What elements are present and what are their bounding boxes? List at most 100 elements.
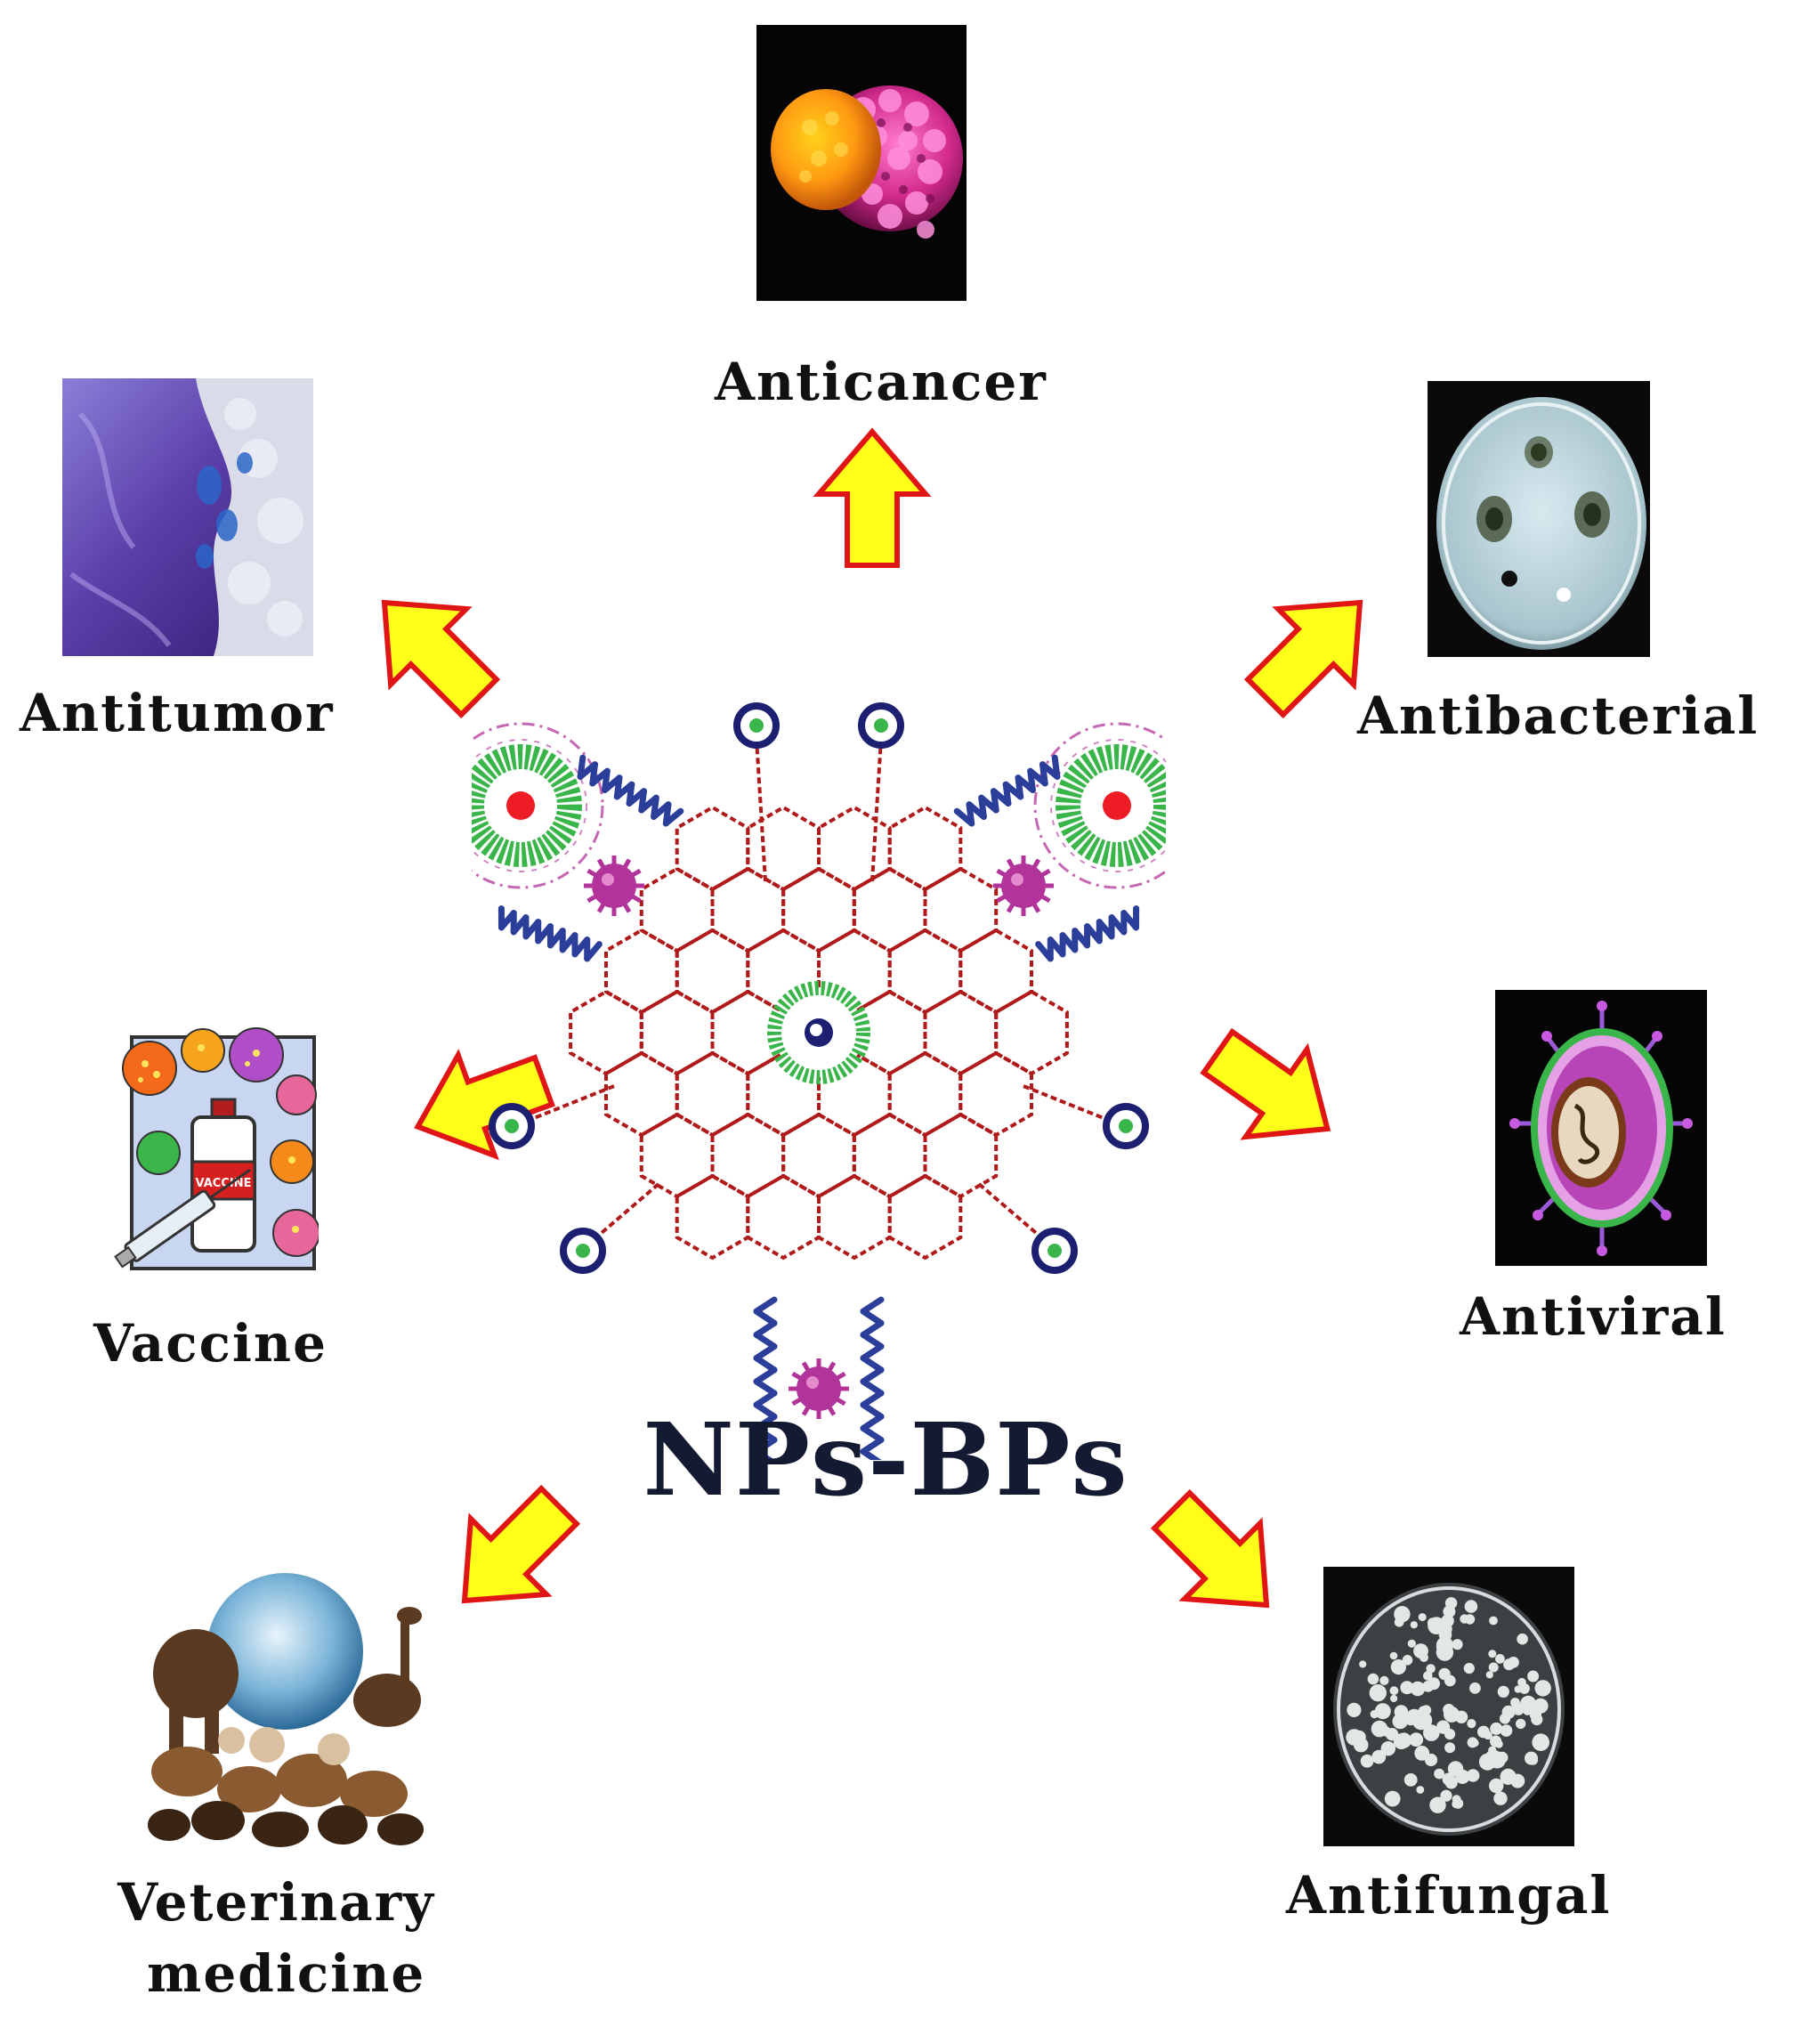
- fungal-colony: [1389, 1651, 1398, 1660]
- fungal-colony: [1500, 1724, 1513, 1737]
- fungal-colony: [1489, 1616, 1498, 1626]
- particle-halo-inner: [472, 739, 587, 872]
- fungal-colony: [1369, 1684, 1387, 1702]
- scaffold-hexagon: [994, 989, 1069, 1076]
- fungal-colony: [1452, 1639, 1463, 1650]
- scaffold-link: [755, 738, 767, 882]
- fungal-colony: [1440, 1789, 1452, 1802]
- fungal-colony: [1384, 1790, 1401, 1807]
- fungal-colony: [1410, 1621, 1418, 1629]
- fungal-colony: [1467, 1737, 1478, 1748]
- fungal-colony: [1489, 1778, 1504, 1794]
- fungal-colony: [1484, 1731, 1492, 1740]
- dna-strand: [1035, 905, 1140, 962]
- fungal-colony: [1517, 1677, 1526, 1687]
- scaffold-hexagon: [959, 1050, 1033, 1138]
- scaffold-link: [595, 1182, 660, 1239]
- dna-strand: [753, 1296, 778, 1460]
- fungal-colony: [1466, 1769, 1480, 1782]
- label-vaccine: Vaccine: [93, 1313, 328, 1374]
- fungal-colony: [1444, 1674, 1456, 1687]
- fungal-colony: [1528, 1755, 1538, 1765]
- fungal-colony: [1488, 1650, 1497, 1658]
- fungal-colony: [1467, 1719, 1476, 1729]
- scaffold-hexagon: [746, 1173, 821, 1261]
- fungal-colony: [1379, 1675, 1389, 1685]
- dna-strand: [497, 905, 603, 962]
- fungal-colony: [1407, 1639, 1416, 1648]
- fungal-colony: [1393, 1733, 1410, 1750]
- scaffold-link: [1023, 1084, 1113, 1123]
- anticancer-image: [756, 25, 967, 301]
- enzyme-particle: [584, 855, 644, 916]
- fungal-colony: [1443, 1703, 1455, 1716]
- antibacterial-image: [1428, 381, 1650, 657]
- arrow-antiviral: [1200, 1027, 1331, 1140]
- fungal-colony: [1525, 1699, 1534, 1708]
- fungal-colony: [1488, 1662, 1499, 1673]
- fungal-colony: [1494, 1739, 1503, 1748]
- fungal-colony: [1410, 1681, 1426, 1697]
- fungal-colony: [1508, 1657, 1519, 1668]
- fungal-colony: [1490, 1722, 1503, 1735]
- fungal-colony: [1429, 1796, 1446, 1813]
- fungal-colony: [1464, 1600, 1478, 1613]
- label-veterinary: Veterinary: [117, 1872, 435, 1933]
- fungal-colony: [1444, 1597, 1458, 1609]
- scaffold-link: [524, 1084, 615, 1123]
- fungal-colony: [1434, 1768, 1444, 1780]
- fungal-colony: [1444, 1728, 1456, 1740]
- fungal-colony: [1523, 1707, 1532, 1715]
- antiviral-image: [1495, 990, 1707, 1266]
- fungal-colony: [1478, 1753, 1496, 1771]
- scaffold-link: [977, 1182, 1043, 1239]
- arrow-antibacterial: [1243, 599, 1363, 719]
- fungal-colony: [1397, 1661, 1406, 1670]
- arrow-anticancer: [813, 427, 932, 568]
- ring-marker-core: [1119, 1119, 1133, 1133]
- label-medicine: medicine: [147, 1943, 426, 2004]
- fungal-colony: [1531, 1713, 1543, 1726]
- fungal-colony: [1367, 1673, 1379, 1685]
- fungal-colony: [1380, 1741, 1395, 1756]
- antifungal-image: [1323, 1567, 1574, 1846]
- scaffold-hexagon: [675, 1173, 750, 1261]
- label-antifungal: Antifungal: [1286, 1865, 1612, 1926]
- fungal-colony: [1423, 1671, 1433, 1681]
- fungal-colony: [1389, 1686, 1399, 1696]
- label-antiviral: Antiviral: [1460, 1286, 1727, 1347]
- dna-strand: [860, 1296, 885, 1460]
- fungal-colony: [1409, 1732, 1424, 1747]
- fungal-colony: [1493, 1791, 1508, 1805]
- ring-marker-core: [874, 718, 888, 733]
- fungal-colony: [1353, 1737, 1369, 1753]
- fungal-colony: [1463, 1663, 1475, 1674]
- fungal-colony: [1460, 1614, 1469, 1624]
- fungal-colony: [1422, 1681, 1434, 1692]
- arrow-vaccine: [414, 1049, 555, 1161]
- fungal-colony: [1390, 1694, 1398, 1703]
- fungal-colony: [1403, 1773, 1418, 1787]
- scaffold-hexagon: [959, 928, 1033, 1015]
- scaffold-link: [870, 738, 883, 882]
- fungal-colony: [1436, 1721, 1445, 1730]
- scaffold-hexagon: [923, 866, 999, 953]
- ring-marker-core: [505, 1119, 519, 1133]
- fungal-colony: [1347, 1702, 1362, 1717]
- label-anticancer: Anticancer: [715, 352, 1048, 412]
- fungal-colony: [1418, 1613, 1427, 1622]
- arrow-antifungal: [1150, 1488, 1270, 1609]
- dna-strand: [577, 754, 684, 827]
- fungal-colony: [1512, 1703, 1525, 1715]
- fungal-colony: [1426, 1664, 1436, 1674]
- fungal-colony: [1371, 1749, 1387, 1764]
- particle-halo-inner: [1050, 739, 1166, 872]
- fungal-colony: [1414, 1711, 1433, 1730]
- scaffold-hexagon: [817, 1173, 892, 1261]
- antitumor-image: [62, 378, 313, 656]
- scaffold-hexagon: [604, 1050, 679, 1138]
- label-antibacterial: Antibacterial: [1357, 685, 1759, 746]
- dna-strand: [953, 754, 1061, 827]
- fungal-colony: [1355, 1730, 1363, 1739]
- fungal-colony: [1402, 1655, 1413, 1666]
